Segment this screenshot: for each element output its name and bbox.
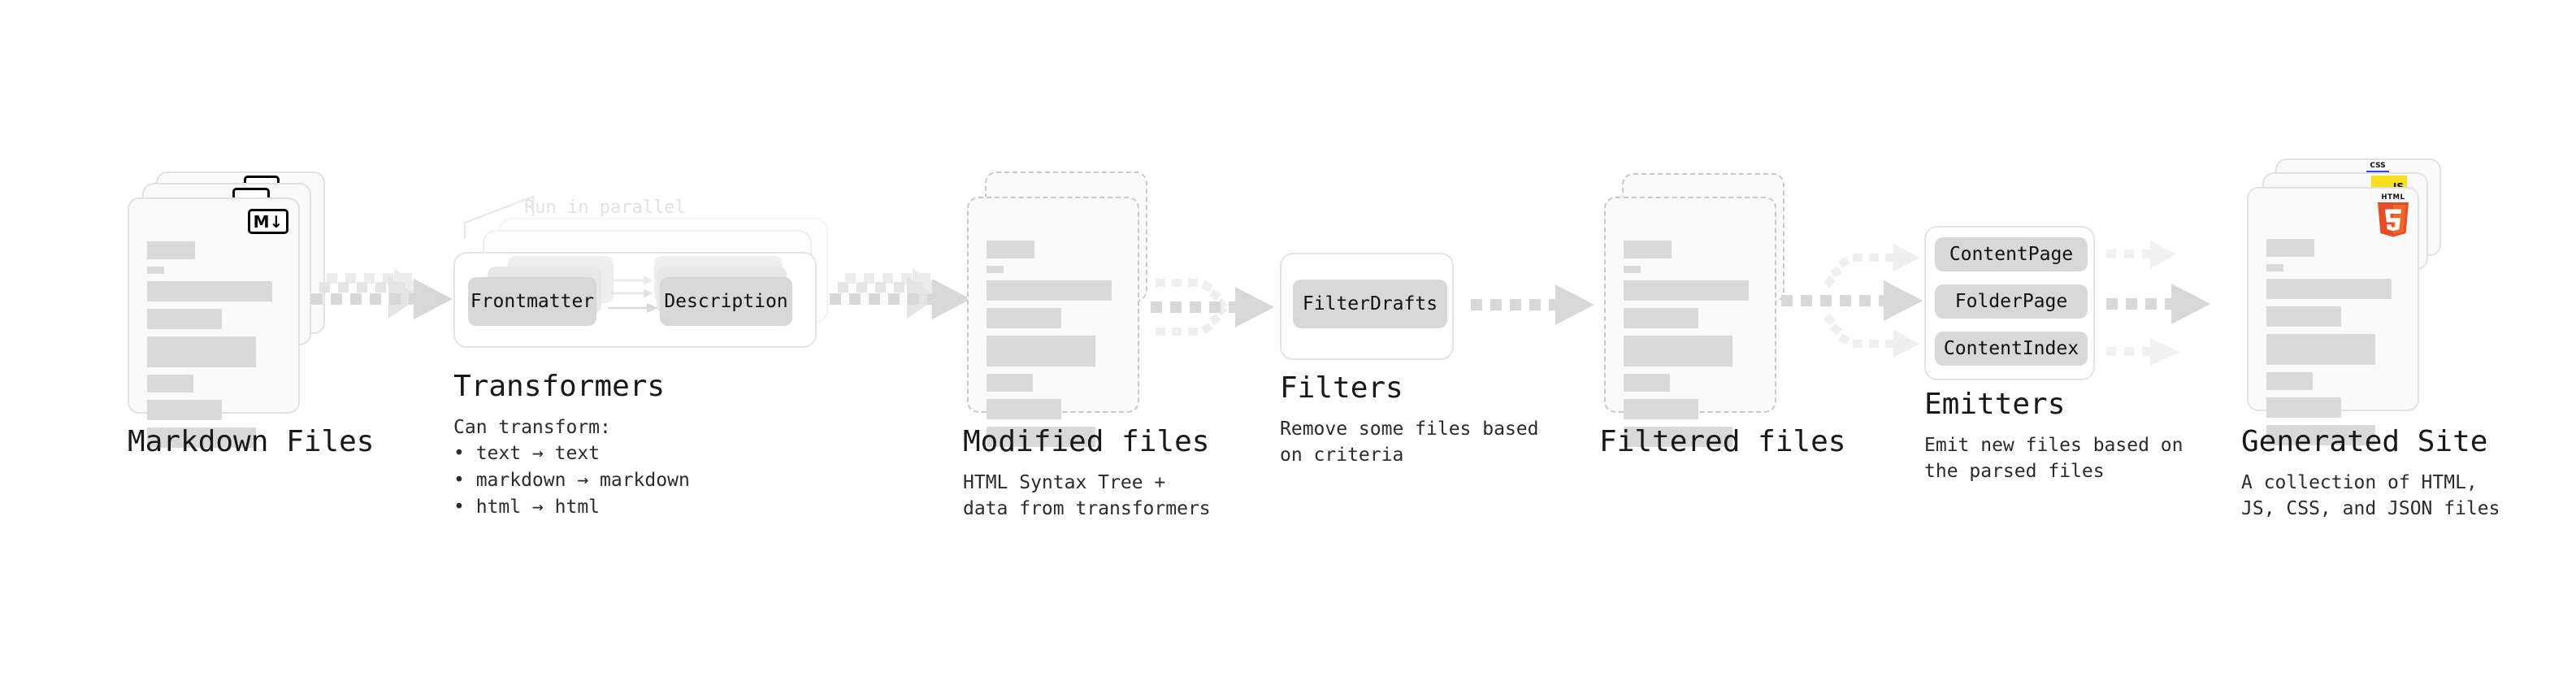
transformer-chip-description[interactable]: Description	[660, 277, 792, 326]
markdown-icon: M↓	[248, 209, 288, 234]
page-title: Emitters	[1924, 388, 2066, 421]
filters-caption: Filters Remove some files based on crite…	[1280, 372, 1605, 469]
line-bar	[1624, 427, 1733, 447]
page-title: Generated Site	[2241, 425, 2488, 458]
line-bar	[147, 309, 222, 329]
line-bar	[2266, 372, 2314, 390]
line-bar	[2266, 279, 2392, 299]
emitter-chip-contentpage[interactable]: ContentPage	[1935, 237, 2088, 271]
line-bar	[1624, 374, 1671, 392]
line-bar	[147, 241, 196, 259]
transformer-chip-frontmatter[interactable]: Frontmatter	[468, 277, 596, 326]
conn-filters-to-filtered	[1471, 284, 1594, 325]
line-bar	[147, 281, 273, 301]
line-bar	[1624, 280, 1750, 301]
line-bar	[147, 336, 257, 367]
line-bar	[2266, 264, 2284, 271]
line-bar	[2266, 306, 2341, 327]
stage-subtitle: A collection of HTML, JS, CSS, and JSON …	[2241, 471, 2500, 520]
line-bar	[1624, 399, 1698, 419]
line-bar	[147, 427, 257, 448]
line-bar	[147, 400, 222, 420]
line-bar	[1624, 336, 1733, 367]
page-title: Markdown Files	[128, 425, 375, 458]
line-bar	[987, 280, 1112, 301]
conn-modified-to-filters	[1151, 279, 1274, 336]
page-title: Filtered files	[1599, 425, 1846, 458]
line-bar	[987, 308, 1061, 328]
line-bar	[987, 427, 1096, 447]
stage-subtitle: Remove some files based on criteria	[1280, 418, 1539, 466]
line-bar	[1624, 308, 1698, 328]
markdown-card-lines	[147, 241, 280, 455]
generated-site-caption: Generated Site A collection of HTML, JS,…	[2241, 426, 2574, 523]
markdown-files-caption: Markdown Files	[128, 426, 477, 458]
line-bar	[2266, 239, 2315, 257]
line-bar	[987, 399, 1061, 419]
conn-emitters-to-site	[2106, 241, 2210, 366]
transformer-internal-arrows	[608, 275, 658, 313]
conn-filtered-to-emitters	[1781, 244, 1923, 358]
line-bar	[987, 336, 1096, 367]
page-title: Transformers	[453, 370, 666, 403]
line-bar	[987, 241, 1035, 258]
stage-subtitle: Emit new files based on the parsed files	[1924, 434, 2184, 483]
markdown-card-front: M↓	[128, 197, 300, 448]
page-title: Filters	[1280, 371, 1403, 405]
modified-files-caption: Modified files HTML Syntax Tree + data f…	[963, 426, 1288, 523]
emitter-chip-folderpage[interactable]: FolderPage	[1935, 284, 2088, 319]
svg-text:HTML: HTML	[2381, 193, 2405, 202]
run-in-parallel-label: Run in parallel	[524, 197, 686, 218]
css3-icon-bar	[2366, 171, 2389, 173]
line-bar	[147, 267, 165, 274]
transformers-caption: Transformers Can transform: • text → tex…	[453, 371, 811, 520]
modified-card-lines	[987, 241, 1120, 454]
css3-icon: CSS	[2366, 163, 2389, 177]
css3-icon-label: CSS	[2370, 162, 2386, 170]
line-bar	[2266, 397, 2341, 418]
page-title: Modified files	[963, 425, 1210, 458]
conn-md-to-transformers	[311, 268, 453, 319]
line-bar	[147, 375, 194, 393]
line-bar	[2266, 334, 2376, 365]
conn-transformers-to-modified	[830, 268, 971, 319]
line-bar	[987, 266, 1004, 273]
stage-subtitle: HTML Syntax Tree + data from transformer…	[963, 471, 1211, 520]
emitters-caption: Emitters Emit new files based on the par…	[1924, 388, 2249, 485]
filtered-card-lines	[1624, 241, 1757, 454]
stage-subtitle: Can transform: • text → text • markdown …	[453, 416, 690, 518]
run-in-parallel-bracket	[463, 195, 535, 239]
line-bar	[1624, 241, 1672, 258]
line-bar	[1624, 266, 1641, 273]
filtered-card-front	[1604, 197, 1776, 447]
html5-icon: HTML	[2378, 193, 2409, 237]
filter-chip-filterdrafts[interactable]: FilterDrafts	[1293, 280, 1447, 328]
emitter-chip-contentindex[interactable]: ContentIndex	[1935, 332, 2088, 366]
site-card-lines	[2266, 239, 2400, 453]
line-bar	[987, 374, 1034, 392]
modified-card-front	[967, 197, 1139, 447]
line-bar	[2266, 425, 2376, 445]
filtered-files-caption: Filtered files	[1599, 426, 1924, 458]
